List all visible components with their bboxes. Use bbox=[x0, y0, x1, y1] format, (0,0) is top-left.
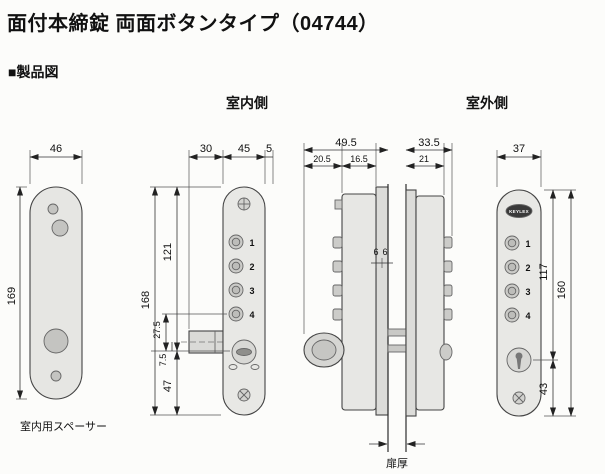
outdoor-side-label: 室外側 bbox=[466, 95, 508, 111]
page-title: 面付本締錠 両面ボタンタイプ（04744） bbox=[7, 13, 379, 35]
indoor-edge-dim: 5 bbox=[266, 143, 272, 155]
indoor-small-dim: 7.5 bbox=[158, 354, 168, 367]
brand-badge bbox=[505, 204, 533, 218]
side-view-drawing: 49.5 33.5 20.5 16.5 21 6 6 bbox=[303, 137, 453, 470]
indoor-front-drawing: 30 45 5 1 2 3 4 bbox=[140, 143, 274, 416]
indoor-height-full-dim: 168 bbox=[140, 291, 152, 309]
indoor-button-4: 4 bbox=[249, 310, 254, 320]
side-plate-b-dim: 6 bbox=[382, 247, 387, 257]
outdoor-front-drawing: 37 KEYLEX 1 2 3 4 bbox=[496, 143, 576, 417]
section-heading: ■製品図 bbox=[8, 64, 59, 80]
spacer-drawing: 46 169 室内用スペーサー bbox=[6, 143, 107, 433]
side-plate-a-dim: 6 bbox=[373, 247, 378, 257]
outdoor-button-3: 3 bbox=[525, 287, 530, 297]
outdoor-width-dim: 37 bbox=[513, 143, 525, 155]
outdoor-button-4: 4 bbox=[525, 311, 530, 321]
spacer-caption: 室内用スペーサー bbox=[20, 419, 107, 433]
outdoor-height-lower-dim: 43 bbox=[538, 383, 550, 395]
indoor-button-2: 2 bbox=[249, 262, 254, 272]
indoor-height-lower-dim: 47 bbox=[162, 380, 174, 392]
side-knob-depth-dim: 20.5 bbox=[313, 154, 331, 164]
spacer-width-dim: 46 bbox=[50, 143, 62, 155]
outdoor-button-1: 1 bbox=[525, 239, 530, 249]
outdoor-height-full-dim: 160 bbox=[556, 281, 568, 299]
spacer-height-dim: 169 bbox=[6, 287, 18, 305]
side-indoor-depth-dim: 49.5 bbox=[335, 137, 356, 149]
side-outdoor-depth-dim: 33.5 bbox=[418, 137, 439, 149]
side-outdoor-case-dim: 21 bbox=[419, 154, 429, 164]
indoor-side-label: 室内側 bbox=[226, 95, 268, 111]
indoor-width-dim: 45 bbox=[238, 143, 250, 155]
outdoor-button-2: 2 bbox=[525, 263, 530, 273]
indoor-button-1: 1 bbox=[249, 238, 254, 248]
door-thickness-label: 扉厚 bbox=[386, 457, 408, 470]
indoor-button-3: 3 bbox=[249, 286, 254, 296]
side-case-depth-dim: 16.5 bbox=[350, 154, 368, 164]
indoor-bolt-dim: 30 bbox=[200, 143, 212, 155]
indoor-mid-dim: 27.5 bbox=[152, 321, 162, 339]
outdoor-height-upper-dim: 117 bbox=[538, 263, 550, 281]
brand-badge-label: KEYLEX bbox=[509, 209, 529, 214]
indoor-height-upper-dim: 121 bbox=[162, 243, 174, 261]
